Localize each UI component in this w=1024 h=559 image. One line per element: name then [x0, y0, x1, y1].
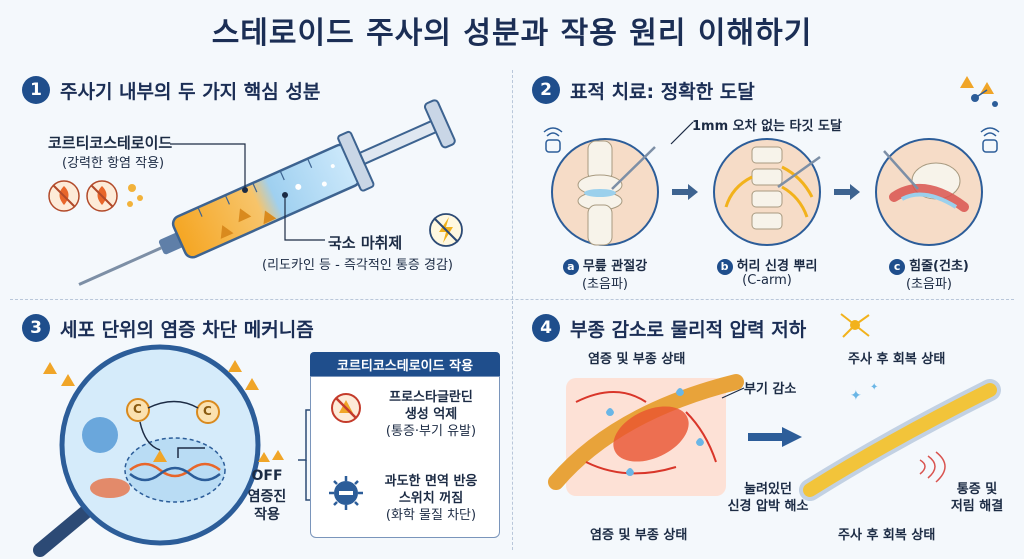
- effect2-line2: 스위치 꺼짐: [398, 491, 464, 506]
- section4-title: 부종 감소로 물리적 압력 저하: [570, 318, 807, 341]
- syringe-plunger-rod: [358, 119, 440, 166]
- anesthetic-leader-line: [282, 192, 325, 241]
- immune-switch-off-icon: [329, 476, 363, 510]
- off-label: OFF: [251, 468, 283, 484]
- target-a-badge: a: [562, 258, 579, 275]
- syringe-illustration: [78, 99, 456, 286]
- swollen-nerve-illustration: [548, 374, 744, 496]
- target-a-sub: (초음파): [581, 277, 629, 292]
- prostaglandin-block-icon: [331, 393, 361, 423]
- swelling-pointer: [721, 387, 745, 399]
- fire-icons: [48, 180, 143, 212]
- tendon-sheath-illustration: [875, 138, 983, 246]
- section3-header: 3 세포 단위의 염증 차단 메커니즘: [22, 314, 314, 342]
- effect1-line2: 생성 억제: [404, 407, 458, 422]
- pressure-line1: 눌려있던: [744, 482, 792, 497]
- magnifier-handle: [33, 503, 95, 557]
- target-callout: 1mm 오차 없는 타깃 도달: [692, 119, 842, 134]
- molecule-icon: [960, 76, 998, 107]
- section2-title: 표적 치료: 정확한 도달: [570, 80, 755, 103]
- effect1-line3: (통증·부기 유발): [385, 424, 477, 439]
- section4-header: 4 부종 감소로 물리적 압력 저하: [532, 314, 806, 342]
- off-triangles: [258, 450, 284, 462]
- cell-nucleus: [124, 437, 226, 503]
- section2-header: 2 표적 치료: 정확한 도달: [532, 76, 755, 104]
- recovered-nerve-illustration: ✦ ✦: [799, 379, 1001, 501]
- syringe-needle: [78, 246, 162, 286]
- before-state-top-label: 염증 및 부종 상태: [588, 352, 686, 367]
- pain-line1: 통증 및: [956, 482, 998, 497]
- lightning-icon: [429, 213, 463, 247]
- receptor-letter: C: [133, 402, 142, 416]
- page-title: 스테로이드 주사의 성분과 작용 원리 이해하기: [211, 16, 813, 51]
- off-sub-2: 작용: [254, 507, 280, 523]
- after-state-bottom-label: 주사 후 회복 상태: [838, 528, 936, 543]
- svg-text:✦: ✦: [850, 388, 862, 404]
- section4-number: 4: [532, 314, 560, 342]
- callout-pointer: [670, 121, 694, 145]
- target-c-badge: c: [889, 258, 906, 275]
- organelle: [82, 417, 118, 453]
- cell-magnifier-illustration: [33, 344, 261, 557]
- anesthetic-sub: (리도카인 등 - 즉각적인 통증 경감): [262, 258, 453, 273]
- spine-nerve-illustration: [713, 138, 821, 246]
- section1-number: 1: [22, 76, 50, 104]
- target-b-badge: b: [716, 258, 733, 275]
- vertical-divider: [512, 70, 513, 550]
- effect2-line3: (화학 물질 차단): [385, 508, 477, 523]
- svg-text:✦: ✦: [870, 382, 878, 393]
- syringe-plunger-head: [423, 99, 456, 149]
- knee-joint-illustration: [551, 138, 659, 246]
- corticosteroid-sub: (강력한 항염 작용): [62, 156, 165, 171]
- target-c-sub: (초음파): [905, 277, 953, 292]
- corticosteroid-label: 코르티코스테로이드: [48, 134, 173, 152]
- off-sub-1: 염증진: [247, 489, 287, 505]
- arrow-right-icon: [748, 427, 802, 447]
- fire-icon: [86, 180, 118, 212]
- effect1-line1: 프로스타글란딘: [389, 390, 473, 405]
- ultrasound-probe-icon: [543, 127, 563, 153]
- pain-line2: 저림 해결: [950, 499, 1004, 514]
- before-state-bottom-label: 염증 및 부종 상태: [590, 528, 688, 543]
- section3-number: 3: [22, 314, 50, 342]
- receptor-letter: C: [203, 404, 212, 418]
- after-state-top-label: 주사 후 회복 상태: [848, 352, 946, 367]
- arrow-right-icon: [672, 184, 698, 200]
- section1-title: 주사기 내부의 두 가지 핵심 성분: [60, 80, 321, 103]
- anesthetic-label: 국소 마취제: [328, 234, 403, 252]
- target-b-sub: (C-arm): [742, 273, 792, 288]
- section2-number: 2: [532, 76, 560, 104]
- fire-icon: [48, 180, 80, 212]
- arrow-right-icon: [834, 184, 860, 200]
- pressure-line2: 신경 압박 해소: [727, 499, 809, 514]
- ultrasound-probe-icon: [980, 127, 1000, 153]
- section1-header: 1 주사기 내부의 두 가지 핵심 성분: [22, 76, 320, 104]
- effect2-line1: 과도한 면역 반응: [384, 474, 478, 489]
- nerve-cell-icon: [840, 313, 870, 338]
- section3-title: 세포 단위의 염증 차단 메커니즘: [60, 318, 314, 341]
- swelling-reduced-label: 부기 감소: [744, 382, 797, 397]
- corticosteroid-action-title: 코르티코스테로이드 작용: [310, 352, 500, 376]
- corticosteroid-leader-line: [170, 143, 248, 193]
